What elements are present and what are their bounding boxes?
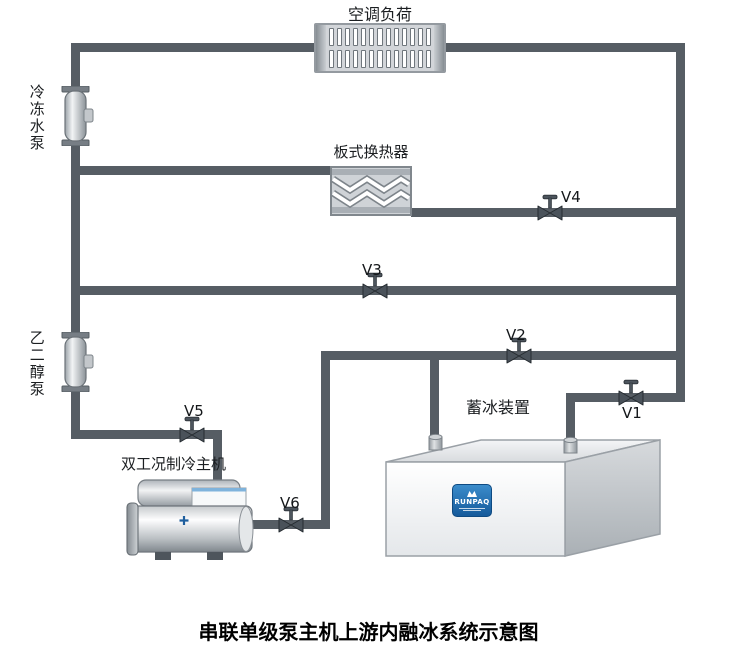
valve-v2 — [506, 337, 532, 363]
plate-heat-exchanger — [330, 166, 412, 216]
runpaq-brand-text: RUNPAQ — [454, 498, 490, 507]
heat-exchanger-label: 板式换热器 — [333, 143, 409, 161]
valve-v1 — [618, 379, 644, 405]
pipe-v5-line — [71, 430, 222, 439]
valve-v5 — [179, 416, 205, 442]
ice-tank — [385, 433, 661, 557]
load-unit-coil — [326, 25, 434, 71]
valve-v6-label: V6 — [280, 494, 300, 512]
chiller-unit — [126, 479, 254, 560]
pipe-v2-line — [321, 351, 685, 360]
load-unit-right-cap — [434, 25, 444, 71]
glycol-pump-label: 乙二醇泵 — [27, 330, 46, 398]
pipe-right-riser — [676, 43, 685, 402]
pipe-tank-left-drop — [430, 351, 439, 450]
chilled-water-pump-label: 冷冻水泵 — [27, 84, 46, 152]
valve-v4 — [537, 194, 563, 220]
runpaq-logo: RUNPAQ — [452, 484, 492, 517]
glycol-pump — [61, 332, 94, 392]
tank-left-port — [428, 433, 443, 451]
load-unit-left-cap — [316, 25, 326, 71]
valve-v2-label: V2 — [506, 326, 526, 344]
pipe-left-riser — [71, 43, 80, 439]
runpaq-emblem-icon — [467, 490, 477, 497]
valve-v3 — [362, 272, 388, 298]
valve-v5-label: V5 — [184, 402, 204, 420]
tank-right-port — [563, 436, 578, 454]
load-unit-label: 空调负荷 — [347, 5, 412, 24]
chiller-label: 双工况制冷主机 — [121, 455, 227, 473]
chilled-water-pump — [61, 86, 94, 146]
ice-tank-label: 蓄冰装置 — [465, 398, 530, 417]
valve-v4-label: V4 — [561, 188, 581, 206]
diagram-title: 串联单级泵主机上游内融冰系统示意图 — [198, 620, 539, 644]
pipe-mid-riser — [321, 351, 330, 529]
load-unit — [314, 23, 446, 73]
valve-v3-label: V3 — [362, 261, 382, 279]
pipe-tank-right-drop — [566, 393, 575, 452]
pipe-chiller-drop — [213, 430, 222, 490]
pipe-hx-left — [71, 166, 331, 175]
valve-v6 — [278, 506, 304, 532]
valve-v1-label: V1 — [622, 404, 642, 422]
